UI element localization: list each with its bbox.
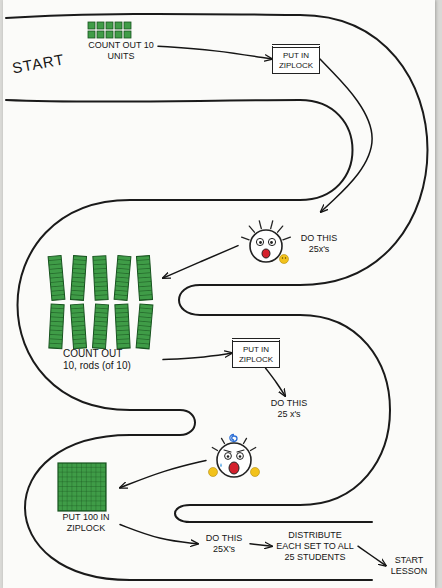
unit-cubes [106, 31, 113, 38]
worried-face [268, 238, 275, 245]
worried-face [262, 249, 270, 258]
ziplock-box: PUT IN ZIPLOCK [232, 338, 280, 368]
ten-rods [136, 256, 152, 301]
unit-cubes [88, 31, 95, 38]
unit-cubes [124, 22, 131, 29]
step-label: DO THIS 25X's [201, 533, 247, 555]
unit-cubes [124, 31, 131, 38]
step-label: DO THIS 25x's [296, 233, 342, 255]
unit-cubes [106, 22, 113, 29]
repeat-note: DO THIS 25x's [238, 212, 344, 268]
ten-rods [48, 256, 153, 349]
flow-arrow [163, 353, 232, 360]
crying-face [222, 438, 225, 443]
crying-face [209, 435, 260, 478]
worried-face [250, 230, 282, 262]
crying-face [209, 468, 218, 477]
ten-rods [92, 304, 108, 349]
flow-arrow [120, 460, 206, 487]
hundred-flat [58, 463, 106, 511]
ten-rods [70, 304, 86, 349]
flow-arrow [250, 544, 272, 546]
ten-rods [93, 256, 108, 301]
flow-arrow [163, 246, 238, 278]
unit-cubes [88, 22, 95, 29]
worried-face [280, 255, 289, 264]
worried-face [259, 221, 261, 229]
step-label: DO THIS 25 x's [266, 398, 312, 420]
crying-face [220, 463, 222, 467]
connector-group [120, 46, 386, 566]
worried-face [242, 237, 250, 240]
ten-rods [48, 256, 65, 301]
step-label: COUNT OUT 10 UNITS [86, 40, 156, 62]
road-line [6, 100, 372, 580]
step-note: PUT 100 IN ZIPLOCK [52, 462, 120, 536]
crying-face [251, 448, 256, 451]
worried-face [271, 221, 273, 229]
flow-arrow [266, 368, 286, 396]
road-line [6, 14, 428, 580]
worried-face [283, 237, 291, 240]
ten-rods [49, 304, 64, 349]
ziplock-box: PUT IN ZIPLOCK [272, 44, 320, 74]
crying-face [212, 448, 217, 451]
flow-arrow [120, 525, 198, 544]
repeat-note: DO THIS 25X's [198, 530, 250, 558]
worried-face [285, 257, 286, 258]
repeat-note: DO THIS 25 x's [206, 396, 316, 488]
step-note: COUNT OUT 10, rods (of 10) [45, 254, 163, 374]
flow-arrow [158, 46, 272, 59]
ten-rods [115, 304, 130, 349]
crying-face [230, 435, 237, 442]
crying-face [239, 455, 242, 458]
step-label: COUNT OUT 10, rods (of 10) [63, 348, 135, 372]
unit-cubes [97, 31, 104, 38]
unit-cubes [115, 22, 122, 29]
crying-face [244, 438, 247, 443]
worried-face [242, 221, 291, 264]
unit-cubes [97, 22, 104, 29]
step-note: COUNT OUT 10 UNITS [84, 20, 158, 64]
step-label: PUT IN ZIPLOCK [236, 345, 276, 364]
step-label: PUT IN ZIPLOCK [276, 51, 316, 70]
crying-face [217, 443, 251, 477]
crying-face [224, 450, 244, 452]
crying-face [237, 453, 244, 460]
worried-face [282, 257, 283, 258]
unit-cubes [88, 22, 131, 38]
worried-face [256, 238, 263, 245]
step-label: PUT 100 IN ZIPLOCK [54, 512, 118, 534]
worried-face [259, 241, 262, 244]
step-note: DISTRIBUTE EACH SET TO ALL 25 STUDENTS [272, 527, 358, 565]
ten-rods [136, 304, 153, 349]
ten-rods [70, 256, 86, 301]
unit-cubes [115, 31, 122, 38]
flow-arrow [358, 546, 386, 566]
flow-arrow [320, 59, 372, 212]
hundred-flat [58, 463, 106, 511]
worried-face [270, 241, 273, 244]
crying-face [227, 455, 230, 458]
crying-face [229, 462, 239, 474]
step-label: DISTRIBUTE EACH SET TO ALL 25 STUDENTS [275, 530, 355, 562]
step-label: START LESSON [389, 555, 429, 577]
ten-rods [114, 256, 131, 301]
end-note: START LESSON [386, 552, 432, 580]
crying-face [251, 468, 260, 477]
worried-face [249, 226, 254, 232]
crying-face [225, 453, 232, 460]
worried-face [278, 226, 283, 232]
